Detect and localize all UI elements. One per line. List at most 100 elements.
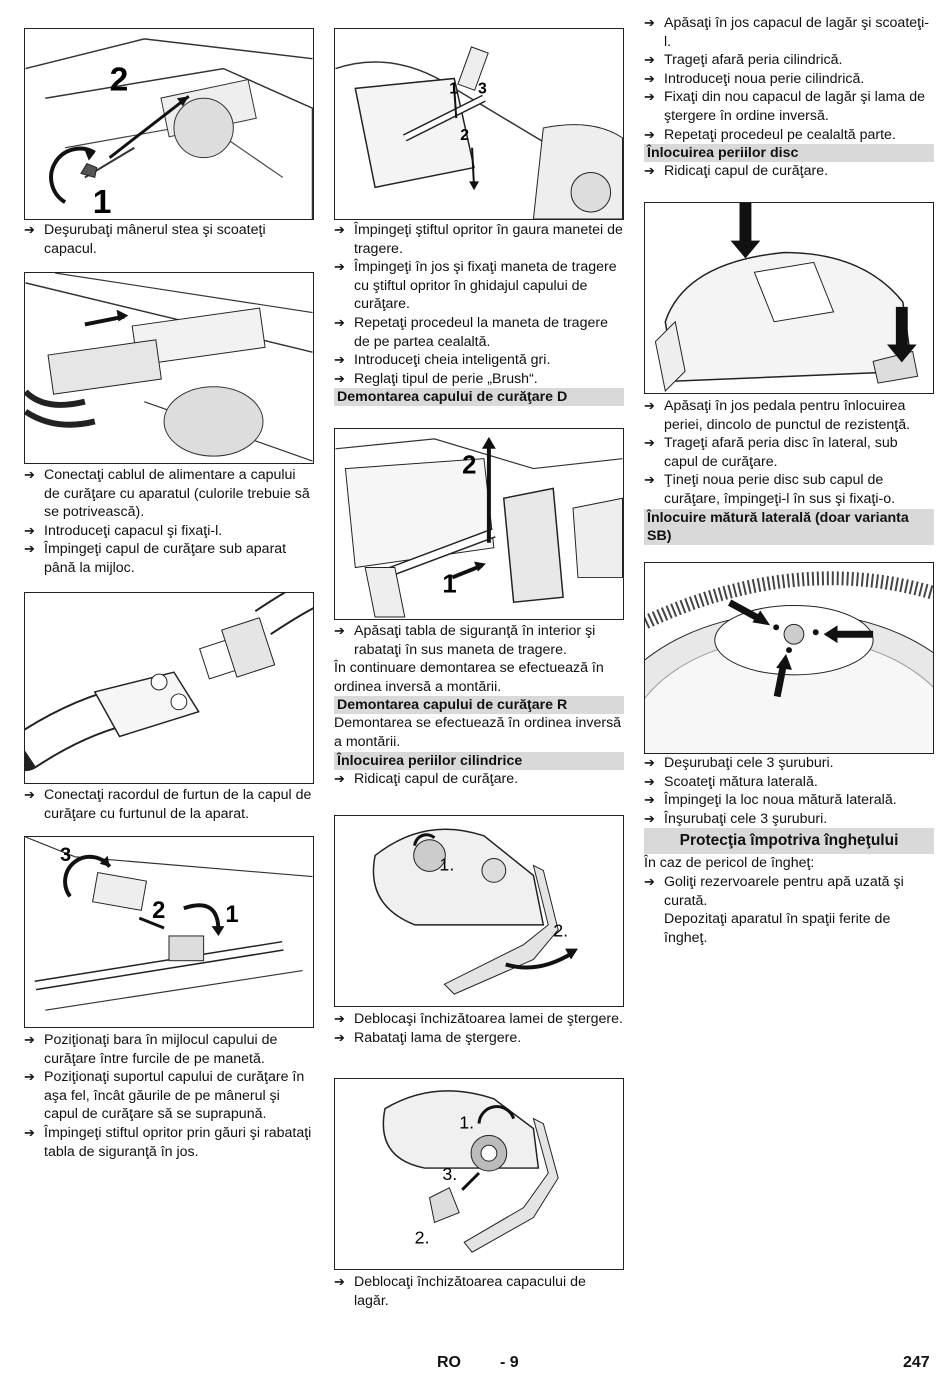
step-item: ➔Trageţi afară peria disc în lateral, su… xyxy=(644,435,898,470)
section-heading: Înlocuirea periilor disc xyxy=(644,144,934,163)
col3-block-top: ➔Apăsaţi în jos capacul de lagăr şi scoa… xyxy=(644,14,934,181)
step-item: ➔Deblocaşi închizătoarea lamei de şterge… xyxy=(334,1011,623,1027)
step-item: ➔Introduceţi noua perie cilindrică. xyxy=(644,70,865,87)
arrow-right-icon: ➔ xyxy=(644,773,655,789)
arrow-right-icon: ➔ xyxy=(334,1011,345,1026)
step-item: ➔Reglaţi tipul de perie „Brush“. xyxy=(334,370,538,387)
figure-bearing-cover: 1. 3. 2. xyxy=(334,1078,624,1270)
step-item: ➔Împingeţi la loc noua mătură laterală. xyxy=(644,792,897,809)
arrow-right-icon: ➔ xyxy=(644,163,655,179)
arrow-right-icon: ➔ xyxy=(24,522,35,538)
step-item: ➔Înşurubaţi cele 3 şuruburi. xyxy=(644,810,828,827)
fig-number: 2 xyxy=(460,127,469,144)
section-heading: Demontarea capului de curăţare R xyxy=(334,696,624,715)
section-heading: Demontarea capului de curăţare D xyxy=(334,388,624,407)
figure-disc-brush-pedal xyxy=(644,202,934,394)
col1-steps-c: ➔Conectaţi racordul de furtun de la capu… xyxy=(24,786,314,823)
fig-number: 3. xyxy=(442,1164,457,1184)
fig-number: 2 xyxy=(152,897,165,924)
section-heading: Înlocuirea periilor cilindrice xyxy=(334,751,624,770)
arrow-right-icon: ➔ xyxy=(334,1274,345,1289)
figure-wiper-blade: 1. 2. xyxy=(334,815,624,1007)
fig-number: 1. xyxy=(439,854,454,874)
fig-number: 2. xyxy=(553,921,568,941)
step-item: ➔Poziţionaţi bara în mijlocul capului de… xyxy=(24,1032,278,1067)
step-item: ➔Trageţi afară peria cilindrică. xyxy=(644,52,843,69)
arrow-right-icon: ➔ xyxy=(644,15,655,30)
step-item: ➔Repetaţi procedeul pe cealaltă parte. xyxy=(644,126,896,143)
arrow-right-icon: ➔ xyxy=(24,541,35,557)
fig-number: 3 xyxy=(60,844,71,866)
step-item: ➔Rabataţi lama de ştergere. xyxy=(334,1029,522,1046)
arrow-right-icon: ➔ xyxy=(644,435,655,451)
col2-block-b: ➔Apăsaţi tabla de siguranţă în interior … xyxy=(334,622,624,788)
paragraph: Demontarea se efectuează în ordinea inve… xyxy=(334,715,622,750)
arrow-right-icon: ➔ xyxy=(644,52,655,68)
arrow-right-icon: ➔ xyxy=(334,1029,345,1045)
arrow-right-icon: ➔ xyxy=(334,623,345,638)
col3-block-b: ➔Apăsaţi în jos pedala pentru înlocuirea… xyxy=(644,397,934,545)
figure-handle-fork: 3 2 1 xyxy=(24,836,314,1028)
step-item: ➔Conectaţi racordul de furtun de la capu… xyxy=(24,787,312,822)
step-item: ➔Ridicaţi capul de curăţare. xyxy=(644,163,829,180)
step-item: ➔Fixaţi din nou capacul de lagăr şi lama… xyxy=(644,89,926,124)
arrow-right-icon: ➔ xyxy=(644,755,655,770)
footer-page-number: 247 xyxy=(903,1354,930,1371)
arrow-right-icon: ➔ xyxy=(644,89,655,105)
step-item: ➔Împingeţi ştiftul opritor în gaura mane… xyxy=(334,222,623,257)
figure-safety-plate: 2 1 xyxy=(334,428,624,620)
step-item: ➔Introduceţi capacul şi fixaţi-l. xyxy=(24,522,223,539)
arrow-right-icon: ➔ xyxy=(24,787,35,802)
step-item: ➔Apăsaţi în jos pedala pentru înlocuirea… xyxy=(644,398,911,433)
step-item: ➔Repetaţi procedeul la maneta de tragere… xyxy=(334,314,608,350)
step-item: ➔Ridicaţi capul de curăţare. xyxy=(334,770,519,787)
arrow-right-icon: ➔ xyxy=(644,810,655,826)
step-item: ➔Împingeţi capul de curăţare sub aparat … xyxy=(24,541,287,576)
step-item: ➔Ţineţi noua perie disc sub capul de cur… xyxy=(644,472,896,507)
step-item: ➔Apăsaţi în jos capacul de lagăr şi scoa… xyxy=(644,15,929,50)
arrow-right-icon: ➔ xyxy=(24,1124,35,1140)
figure-side-broom xyxy=(644,562,934,754)
step-item: ➔Goliţi rezervoarele pentru apă uzată şi… xyxy=(644,873,904,909)
step-item: ➔Scoateţi mătura laterală. xyxy=(644,773,818,790)
arrow-right-icon: ➔ xyxy=(644,472,655,488)
arrow-right-icon: ➔ xyxy=(334,352,345,368)
fig-number: 1 xyxy=(93,184,112,219)
figure-hose-connector xyxy=(24,592,314,784)
figure-pull-lever: 1 3 2 xyxy=(334,28,624,220)
arrow-right-icon: ➔ xyxy=(24,1069,35,1085)
arrow-right-icon: ➔ xyxy=(644,70,655,86)
paragraph-indented: Depozitaţi aparatul în spaţii ferite de … xyxy=(664,911,891,946)
step-item: ➔Poziţionaţi suportul capului de curăţar… xyxy=(24,1069,305,1123)
fig-number: 2 xyxy=(462,452,476,480)
col3-block-c: ➔Deşurubaţi cele 3 şuruburi. ➔Scoateţi m… xyxy=(644,754,934,947)
paragraph: În continuare demontarea se efectuează î… xyxy=(334,660,604,695)
step-item: ➔Împingeţi în jos şi fixaţi maneta de tr… xyxy=(334,259,617,313)
step-item: ➔Deşurubaţi mânerul stea şi scoateţi cap… xyxy=(24,222,266,257)
footer-section: - 9 xyxy=(500,1354,519,1371)
col1-steps-d: ➔Poziţionaţi bara în mijlocul capului de… xyxy=(24,1031,314,1161)
arrow-right-icon: ➔ xyxy=(24,1032,35,1047)
col2-block-a: ➔Împingeţi ştiftul opritor în gaura mane… xyxy=(334,221,624,407)
fig-number: 2 xyxy=(110,61,129,98)
arrow-right-icon: ➔ xyxy=(334,259,345,275)
arrow-right-icon: ➔ xyxy=(334,770,345,786)
arrow-right-icon: ➔ xyxy=(644,126,655,142)
arrow-right-icon: ➔ xyxy=(24,222,35,237)
col1-steps-a: ➔Deşurubaţi mânerul stea şi scoateţi cap… xyxy=(24,221,314,258)
arrow-right-icon: ➔ xyxy=(334,222,345,237)
fig-number: 1 xyxy=(442,570,456,598)
arrow-right-icon: ➔ xyxy=(334,370,345,386)
step-item: ➔Împingeţi stiftul opritor prin găuri şi… xyxy=(24,1124,312,1160)
step-item: ➔Apăsaţi tabla de siguranţă în interior … xyxy=(334,623,596,658)
arrow-right-icon: ➔ xyxy=(24,467,35,482)
fig-number: 2. xyxy=(415,1227,430,1247)
col2-block-c: ➔Deblocaşi închizătoarea lamei de şterge… xyxy=(334,1010,624,1047)
step-item: ➔Introduceţi cheia inteligentă gri. xyxy=(334,352,551,369)
col2-block-d: ➔Deblocaţi închizătoarea capacului de la… xyxy=(334,1273,624,1310)
step-item: ➔Conectaţi cablul de alimentare a capulu… xyxy=(24,467,310,521)
arrow-right-icon: ➔ xyxy=(334,314,345,330)
arrow-right-icon: ➔ xyxy=(644,792,655,808)
fig-number: 3 xyxy=(478,80,487,97)
section-heading: Înlocuire mătură laterală (doar varianta… xyxy=(644,508,934,545)
